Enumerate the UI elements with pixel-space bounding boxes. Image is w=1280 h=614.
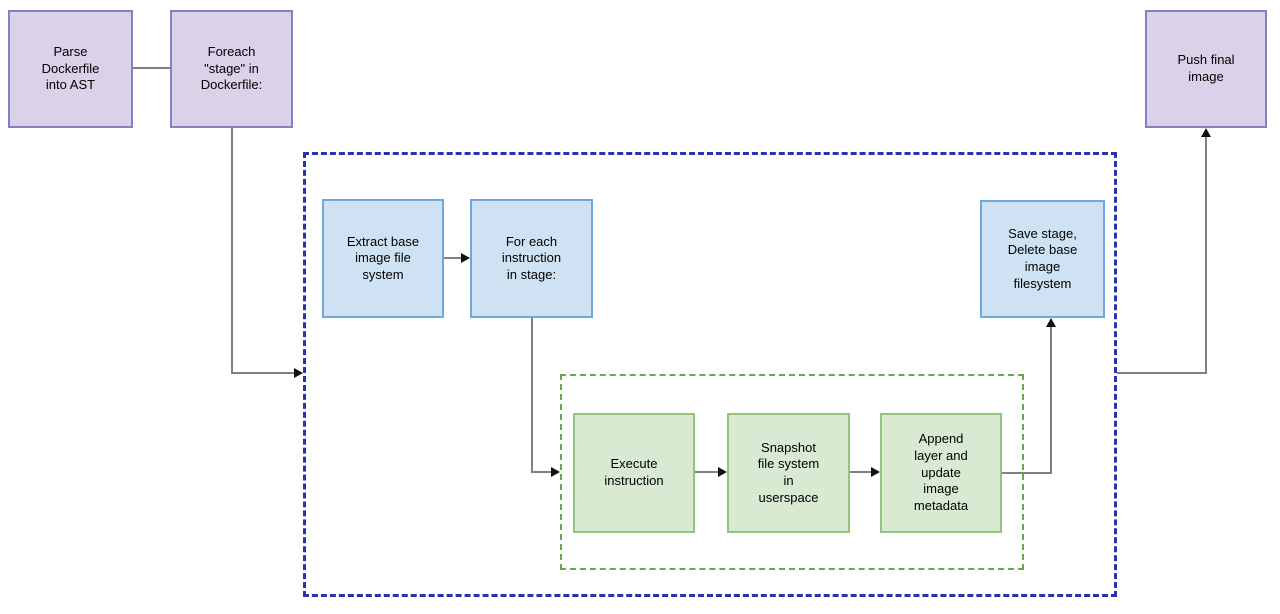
connector-extract-to-instruction xyxy=(444,257,462,259)
connector-snapshot-to-append xyxy=(850,471,872,473)
connector-foreach-to-loop-vertical xyxy=(231,128,233,374)
connector-parse-to-foreach xyxy=(133,67,170,69)
connector-loop-to-push-horizontal xyxy=(1117,372,1207,374)
connector-instruction-to-loop-horizontal xyxy=(531,471,552,473)
node-parse-dockerfile: Parse Dockerfile into AST xyxy=(8,10,133,128)
stage-loop-container xyxy=(303,152,1117,597)
node-execute-instruction: Execute instruction xyxy=(573,413,695,533)
node-append-layer: Append layer and update image metadata xyxy=(880,413,1002,533)
connector-execute-to-snapshot xyxy=(695,471,719,473)
node-foreach-stage: Foreach "stage" in Dockerfile: xyxy=(170,10,293,128)
connector-foreach-to-loop-horizontal xyxy=(231,372,295,374)
node-for-each-instruction: For each instruction in stage: xyxy=(470,199,593,318)
node-snapshot-filesystem: Snapshot file system in userspace xyxy=(727,413,850,533)
node-extract-base-image: Extract base image file system xyxy=(322,199,444,318)
node-save-stage: Save stage, Delete base image filesystem xyxy=(980,200,1105,318)
connector-append-to-save-horizontal xyxy=(1002,472,1052,474)
connector-append-to-save-vertical xyxy=(1050,327,1052,474)
arrowhead-right-icon xyxy=(551,467,560,477)
arrowhead-up-icon xyxy=(1201,128,1211,137)
arrowhead-right-icon xyxy=(871,467,880,477)
arrowhead-up-icon xyxy=(1046,318,1056,327)
connector-instruction-to-loop-vertical xyxy=(531,318,533,473)
node-push-final-image: Push final image xyxy=(1145,10,1267,128)
arrowhead-right-icon xyxy=(718,467,727,477)
arrowhead-right-icon xyxy=(461,253,470,263)
connector-loop-to-push-vertical xyxy=(1205,137,1207,374)
arrowhead-right-icon xyxy=(294,368,303,378)
